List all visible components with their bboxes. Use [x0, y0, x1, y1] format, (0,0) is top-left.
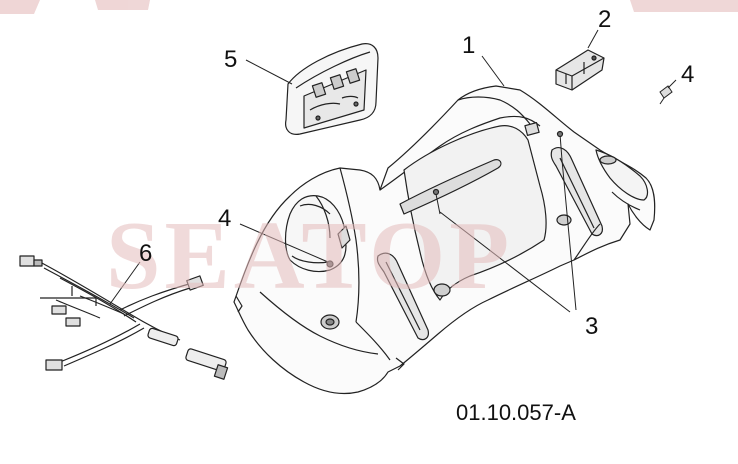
callout-part-6: 6 — [139, 240, 153, 267]
leader-part-4-left — [239, 223, 329, 263]
leader-part-6 — [109, 261, 141, 305]
leader-part-1 — [481, 55, 505, 87]
instrument-panel-icon — [285, 43, 379, 135]
leader-part-3-a — [439, 211, 571, 313]
screw-icon — [659, 85, 673, 105]
callout-part-3: 3 — [585, 313, 599, 340]
callout-part-2: 2 — [598, 6, 612, 33]
document-number: 01.10.057-A — [456, 400, 576, 425]
callout-part-1: 1 — [462, 32, 476, 59]
callout-part-4-left: 4 — [218, 205, 232, 232]
leader-part-5 — [245, 59, 293, 85]
fender-hood-icon — [233, 85, 656, 395]
leader-lines — [109, 29, 677, 313]
leader-part-2 — [587, 29, 599, 49]
switch-block-icon — [555, 49, 605, 91]
wiring-harness-icon — [19, 255, 229, 380]
callout-part-4-top: 4 — [681, 61, 695, 88]
watermark-top-fragments — [0, 0, 738, 14]
watermark-text: SEATOP — [106, 202, 514, 310]
leader-part-3-b — [561, 159, 577, 311]
callout-part-5: 5 — [224, 46, 238, 73]
leader-part-4-top — [667, 79, 677, 89]
